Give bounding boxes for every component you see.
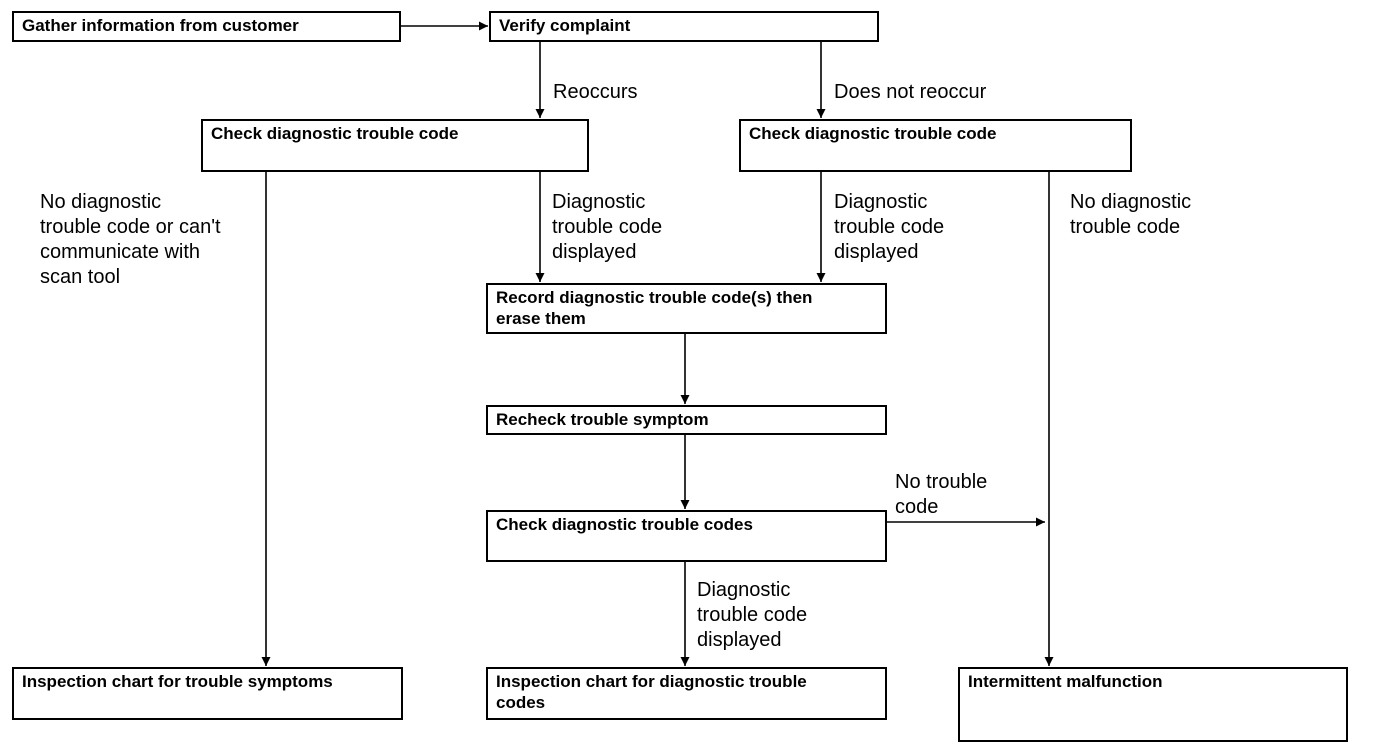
dtc-displayed-right-label: Diagnostic trouble code displayed [834,191,945,263]
no-dtc-right-label: No diagnostic trouble code [1070,191,1192,238]
verify-complaint-box: Verify complaint [489,11,879,42]
reoccurs-label: Reoccurs [553,81,638,103]
dtc-displayed-bottom-label: Diagnostic trouble code displayed [697,579,808,651]
recheck-symptom-box: Recheck trouble symptom [486,405,887,435]
inspection-symptoms-box: Inspection chart for trouble symptoms [12,667,403,720]
check-dtc-left-box: Check diagnostic trouble code [201,119,589,172]
check-codes-box: Check diagnostic trouble codes [486,510,887,562]
no-trouble-code-label: No trouble code [895,471,988,518]
check-dtc-right-box: Check diagnostic trouble code [739,119,1132,172]
record-dtc-box: Record diagnostic trouble code(s) then e… [486,283,887,334]
does-not-reoccur-label: Does not reoccur [834,81,987,103]
dtc-displayed-left-label: Diagnostic trouble code displayed [552,191,663,263]
inspection-dtc-box: Inspection chart for diagnostic trouble … [486,667,887,720]
no-dtc-or-comm-label: No diagnostic trouble code or can't comm… [40,191,221,288]
intermittent-malfunction-box: Intermittent malfunction [958,667,1348,742]
gather-info-box: Gather information from customer [12,11,401,42]
